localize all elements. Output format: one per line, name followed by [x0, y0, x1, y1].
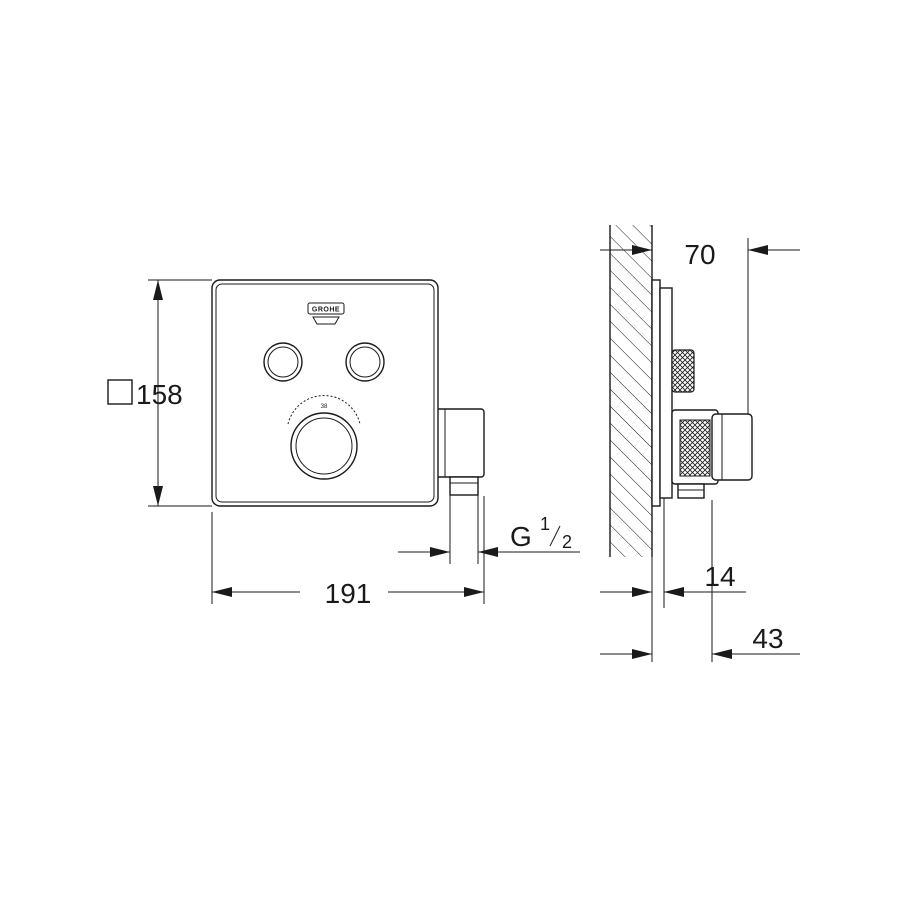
dimension-width-191: 191	[211, 496, 485, 609]
projection-14-label: 14	[704, 561, 735, 592]
temperature-dial: 38	[287, 395, 361, 480]
projection-43-label: 43	[752, 623, 783, 654]
push-button-left	[263, 342, 303, 382]
dial-and-outlet-side	[671, 409, 753, 499]
brand-logo: GROHE	[307, 302, 345, 325]
faceplate-edge	[651, 279, 673, 507]
dial-mark: 38	[321, 404, 328, 410]
thread-label-numerator: 1	[540, 514, 550, 534]
projection-70-label: 70	[684, 239, 715, 270]
dimension-14: 14	[600, 498, 746, 662]
dimension-square-158: 158	[107, 279, 212, 507]
front-view: GROHE 38	[211, 279, 485, 507]
square-size-label: 158	[136, 379, 183, 410]
wall-outlet-elbow	[435, 408, 485, 496]
dimension-43: 43	[600, 500, 800, 662]
dimension-70: 70	[600, 230, 800, 414]
knurled-button-side	[671, 349, 695, 393]
faceplate	[211, 279, 439, 507]
square-symbol-icon	[107, 379, 133, 405]
side-view	[609, 225, 753, 557]
thread-label-denominator: 2	[562, 532, 572, 552]
overall-width-label: 191	[325, 578, 372, 609]
brand-logo-text: GROHE	[312, 307, 340, 314]
thread-label-main: G	[510, 521, 532, 552]
wall-section	[609, 225, 653, 557]
push-button-right	[345, 342, 385, 382]
dimension-thread-g12: G 1 2	[398, 495, 580, 564]
